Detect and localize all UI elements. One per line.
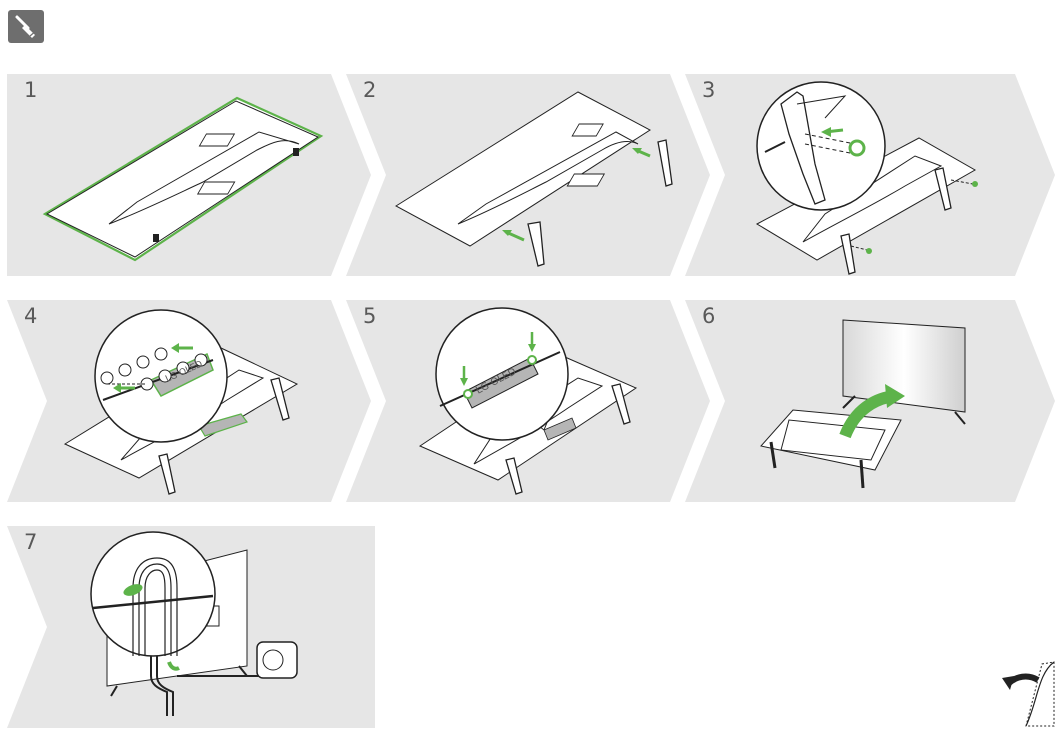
step-3: 3 <box>685 74 1055 276</box>
step-number: 5 <box>363 304 377 328</box>
attach-legs-illustration <box>395 91 673 267</box>
tv-face-down-illustration <box>42 96 324 262</box>
screw-legs-illustration <box>755 81 978 275</box>
step-number: 6 <box>702 304 716 328</box>
step-number: 3 <box>702 78 716 102</box>
step-4: 4 LG OLED <box>7 300 371 502</box>
step-6: 6 <box>685 300 1055 502</box>
step-number: 1 <box>24 78 38 102</box>
step-number: 7 <box>24 530 38 554</box>
page-turn-icon[interactable] <box>998 660 1056 728</box>
step-2: 2 <box>346 74 710 276</box>
step-number: 2 <box>363 78 377 102</box>
step-number: 4 <box>24 304 38 328</box>
assembly-tool-icon <box>8 10 44 43</box>
lift-tv-illustration <box>760 319 966 489</box>
step-5: 5 LG OLED <box>346 300 710 502</box>
cable-management-illustration <box>90 531 298 716</box>
step-7: 7 <box>7 526 375 728</box>
lg-oled-cover-illustration: LG OLED <box>418 307 638 495</box>
step-1: 1 <box>7 74 371 276</box>
cover-screws-illustration: LG OLED <box>63 309 299 495</box>
